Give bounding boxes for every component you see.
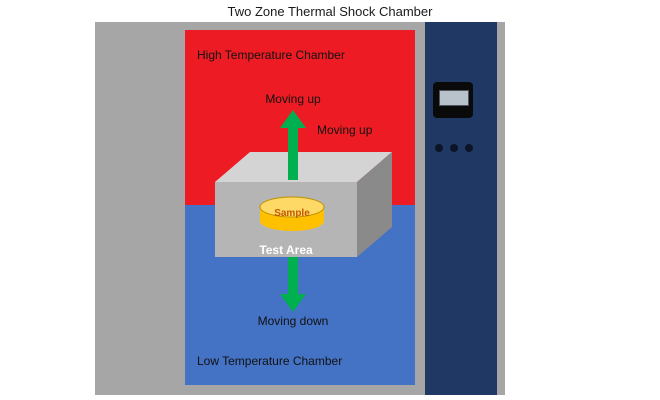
sample-label: Sample bbox=[274, 208, 310, 219]
indicator-dot bbox=[450, 144, 458, 152]
sample-cylinder-top bbox=[259, 196, 325, 218]
indicator-dot bbox=[435, 144, 443, 152]
moving-up-arrow bbox=[280, 110, 306, 180]
display-screen bbox=[439, 90, 469, 106]
control-panel bbox=[425, 22, 497, 395]
high-chamber-label: High Temperature Chamber bbox=[197, 48, 345, 62]
chamber-frame: High Temperature Chamber Moving up Movin… bbox=[95, 22, 505, 395]
panel-indicator-dots bbox=[435, 144, 473, 152]
diagram-title: Two Zone Thermal Shock Chamber bbox=[227, 4, 433, 19]
indicator-dot bbox=[465, 144, 473, 152]
moving-down-label: Moving down bbox=[257, 314, 329, 328]
moving-up-label-right: Moving up bbox=[317, 123, 373, 137]
low-chamber-label: Low Temperature Chamber bbox=[197, 354, 343, 368]
moving-down-arrow bbox=[280, 257, 306, 312]
test-area-graphic bbox=[215, 110, 392, 312]
test-box-side-face bbox=[357, 152, 392, 257]
display-bezel bbox=[433, 82, 473, 118]
test-box-top-face bbox=[215, 152, 392, 182]
test-area-label: Test Area bbox=[259, 243, 313, 257]
moving-up-label-top: Moving up bbox=[265, 92, 321, 106]
